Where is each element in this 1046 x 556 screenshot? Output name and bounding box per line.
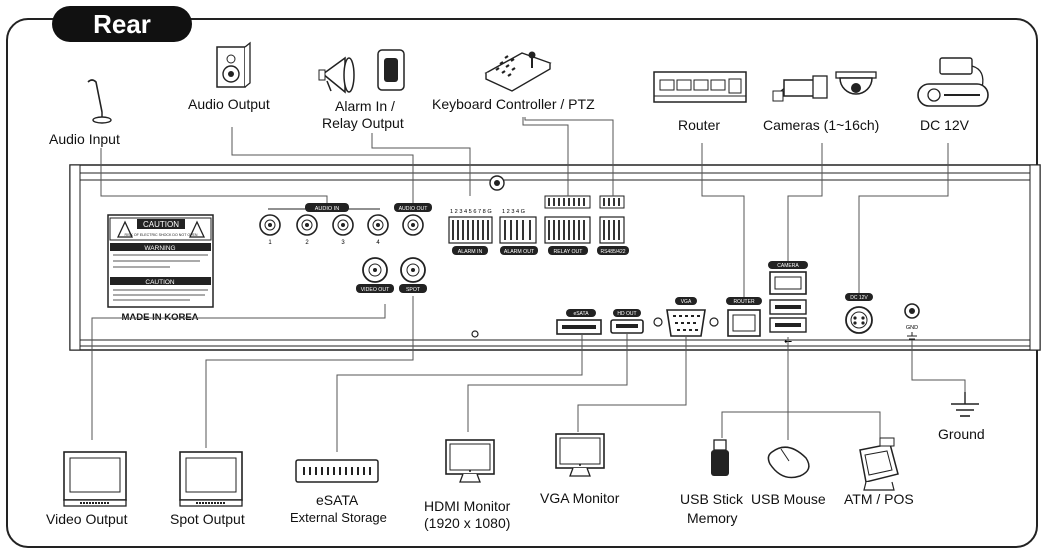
monitor-icon-vga xyxy=(555,433,605,477)
router-tag: ROUTER xyxy=(733,299,755,305)
spot-output-label: Spot Output xyxy=(170,511,245,527)
hdout-tag: HD OUT xyxy=(617,311,636,317)
network-power-ports: ROUTER CAMERA ⭠ DC 12V GND xyxy=(726,261,920,347)
ground-label: Ground xyxy=(938,426,985,442)
vga-tag: VGA xyxy=(681,299,692,305)
alarm-in-label: Alarm In / xyxy=(335,98,395,114)
video-out-tag: VIDEO OUT xyxy=(361,287,390,293)
section-title: Rear xyxy=(52,6,192,42)
microphone-icon xyxy=(87,79,112,124)
cameras-label: Cameras (1~16ch) xyxy=(763,117,880,133)
warning-title: WARNING xyxy=(144,245,175,252)
vga-monitor-label: VGA Monitor xyxy=(540,490,620,506)
relay-out-tag: RELAY OUT xyxy=(554,249,584,255)
dvr-chassis xyxy=(69,164,1041,351)
caution2-title: CAUTION xyxy=(145,279,175,286)
keyboard-controller-label: Keyboard Controller / PTZ xyxy=(432,96,595,112)
audio-in-ports: AUDIO IN 1 2 3 4 xyxy=(259,203,389,246)
router-label: Router xyxy=(678,117,721,133)
dc-tag: DC 12V xyxy=(850,295,868,301)
sensor-icon xyxy=(377,49,405,91)
ground-icon xyxy=(951,392,979,417)
audio-out-port: AUDIO OUT xyxy=(394,203,432,236)
usb-mouse-label: USB Mouse xyxy=(751,491,826,507)
video-data-ports: eSATA HD OUT VGA xyxy=(556,297,719,337)
bnc-ports: VIDEO OUT SPOT xyxy=(356,257,427,293)
video-output-label: Video Output xyxy=(46,511,128,527)
dc12v-label: DC 12V xyxy=(920,117,970,133)
keyboard-controller-icon xyxy=(484,51,552,92)
mouse-icon xyxy=(767,446,810,479)
audio-output-label: Audio Output xyxy=(188,96,270,112)
camera-icon xyxy=(772,75,828,102)
terminal-blocks: 1 2 3 4 5 6 7 8 G ALARM IN 1 2 3 4 G ALA… xyxy=(448,195,629,255)
dome-camera-icon xyxy=(835,71,877,95)
audio-input-label: Audio Input xyxy=(49,131,120,147)
camera-tag: CAMERA xyxy=(777,263,799,269)
siren-icon xyxy=(318,56,355,94)
caution-label: CAUTION RISK OF ELECTRIC SHOCK DO NOT OP… xyxy=(107,214,214,323)
monitor-icon-video xyxy=(63,451,127,507)
storage-icon xyxy=(295,459,379,483)
external-storage-label: External Storage xyxy=(290,510,387,525)
alarm-in-tag: ALARM IN xyxy=(458,249,483,255)
alarm-out-tag: ALARM OUT xyxy=(504,249,535,255)
audio-in-tag: AUDIO IN xyxy=(315,206,339,212)
hdmi-resolution-label: (1920 x 1080) xyxy=(424,515,511,531)
usb-stick-label: USB Stick xyxy=(680,491,744,507)
usb-stick-icon xyxy=(711,439,729,476)
audio-out-tag: AUDIO OUT xyxy=(399,206,429,212)
power-adapter-icon xyxy=(917,57,989,107)
monitor-icon-spot xyxy=(179,451,243,507)
audio-ch4: 4 xyxy=(376,240,380,246)
atm-pos-label: ATM / POS xyxy=(844,491,914,507)
router-icon xyxy=(653,71,747,103)
speaker-icon xyxy=(216,41,251,88)
esata-tag: eSATA xyxy=(573,311,589,317)
alarm-out-pins: 1 2 3 4 G xyxy=(502,209,525,215)
audio-ch3: 3 xyxy=(341,240,345,246)
memory-label: Memory xyxy=(687,510,738,526)
monitor-icon-hdmi xyxy=(445,439,495,483)
audio-ch1: 1 xyxy=(268,240,272,246)
caution-sub: RISK OF ELECTRIC SHOCK DO NOT OPEN xyxy=(124,233,197,237)
hdmi-monitor-label: HDMI Monitor xyxy=(424,498,511,514)
audio-ch2: 2 xyxy=(305,240,309,246)
pos-terminal-icon xyxy=(859,437,899,491)
rs485-tag: RS485/422 xyxy=(600,249,625,255)
relay-output-label: Relay Output xyxy=(322,115,404,131)
connection-lines xyxy=(91,117,966,452)
caution-title: CAUTION xyxy=(143,220,179,229)
alarm-in-pins: 1 2 3 4 5 6 7 8 G xyxy=(450,209,492,215)
spot-tag: SPOT xyxy=(406,287,421,293)
esata-label: eSATA xyxy=(316,492,359,508)
gnd-tag: GND xyxy=(906,325,918,331)
